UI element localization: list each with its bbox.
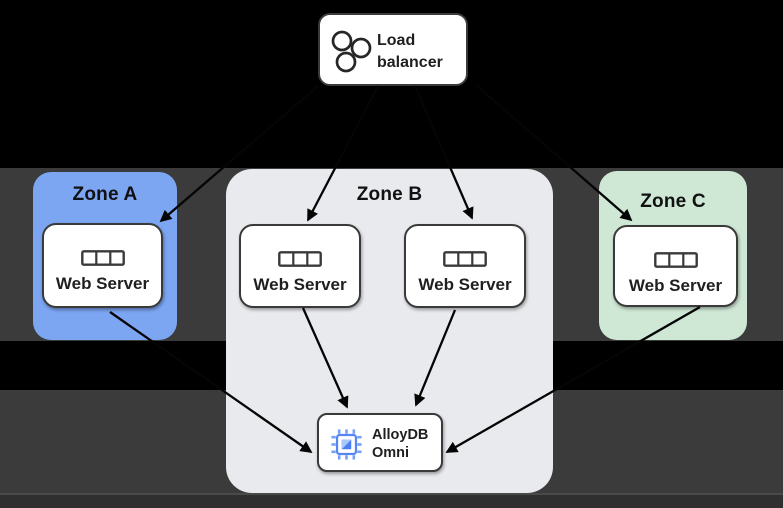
server-rack-icon — [653, 252, 698, 268]
alloydb-omni-node: AlloyDB Omni — [317, 413, 443, 472]
alloydb-omni-label: AlloyDB Omni — [372, 427, 429, 461]
zone-a-web-server: Web Server — [42, 223, 163, 308]
load-balancer-node: Load balancer — [318, 13, 468, 86]
zone-c-title: Zone C — [640, 191, 706, 212]
web-server-label: Web Server — [628, 276, 723, 295]
load-balancer-label: Load balancer — [377, 32, 443, 71]
zone-b-title: Zone B — [356, 184, 423, 205]
zone-b-web-server-1: Web Server — [239, 224, 361, 308]
server-rack-icon — [443, 251, 487, 267]
backdrop-hairline — [0, 493, 783, 495]
backdrop-band-footer — [0, 495, 783, 508]
zone-c-web-server: Web Server — [613, 225, 738, 307]
web-server-label: Web Server — [55, 274, 150, 293]
web-server-label: Web Server — [418, 275, 512, 294]
zone-a-title: Zone A — [72, 184, 138, 205]
load-balancer-icon — [331, 30, 372, 73]
server-rack-icon — [80, 250, 125, 266]
chip-icon — [331, 429, 362, 460]
zone-b-web-server-2: Web Server — [404, 224, 526, 308]
web-server-label: Web Server — [253, 275, 347, 294]
server-rack-icon — [278, 251, 322, 267]
